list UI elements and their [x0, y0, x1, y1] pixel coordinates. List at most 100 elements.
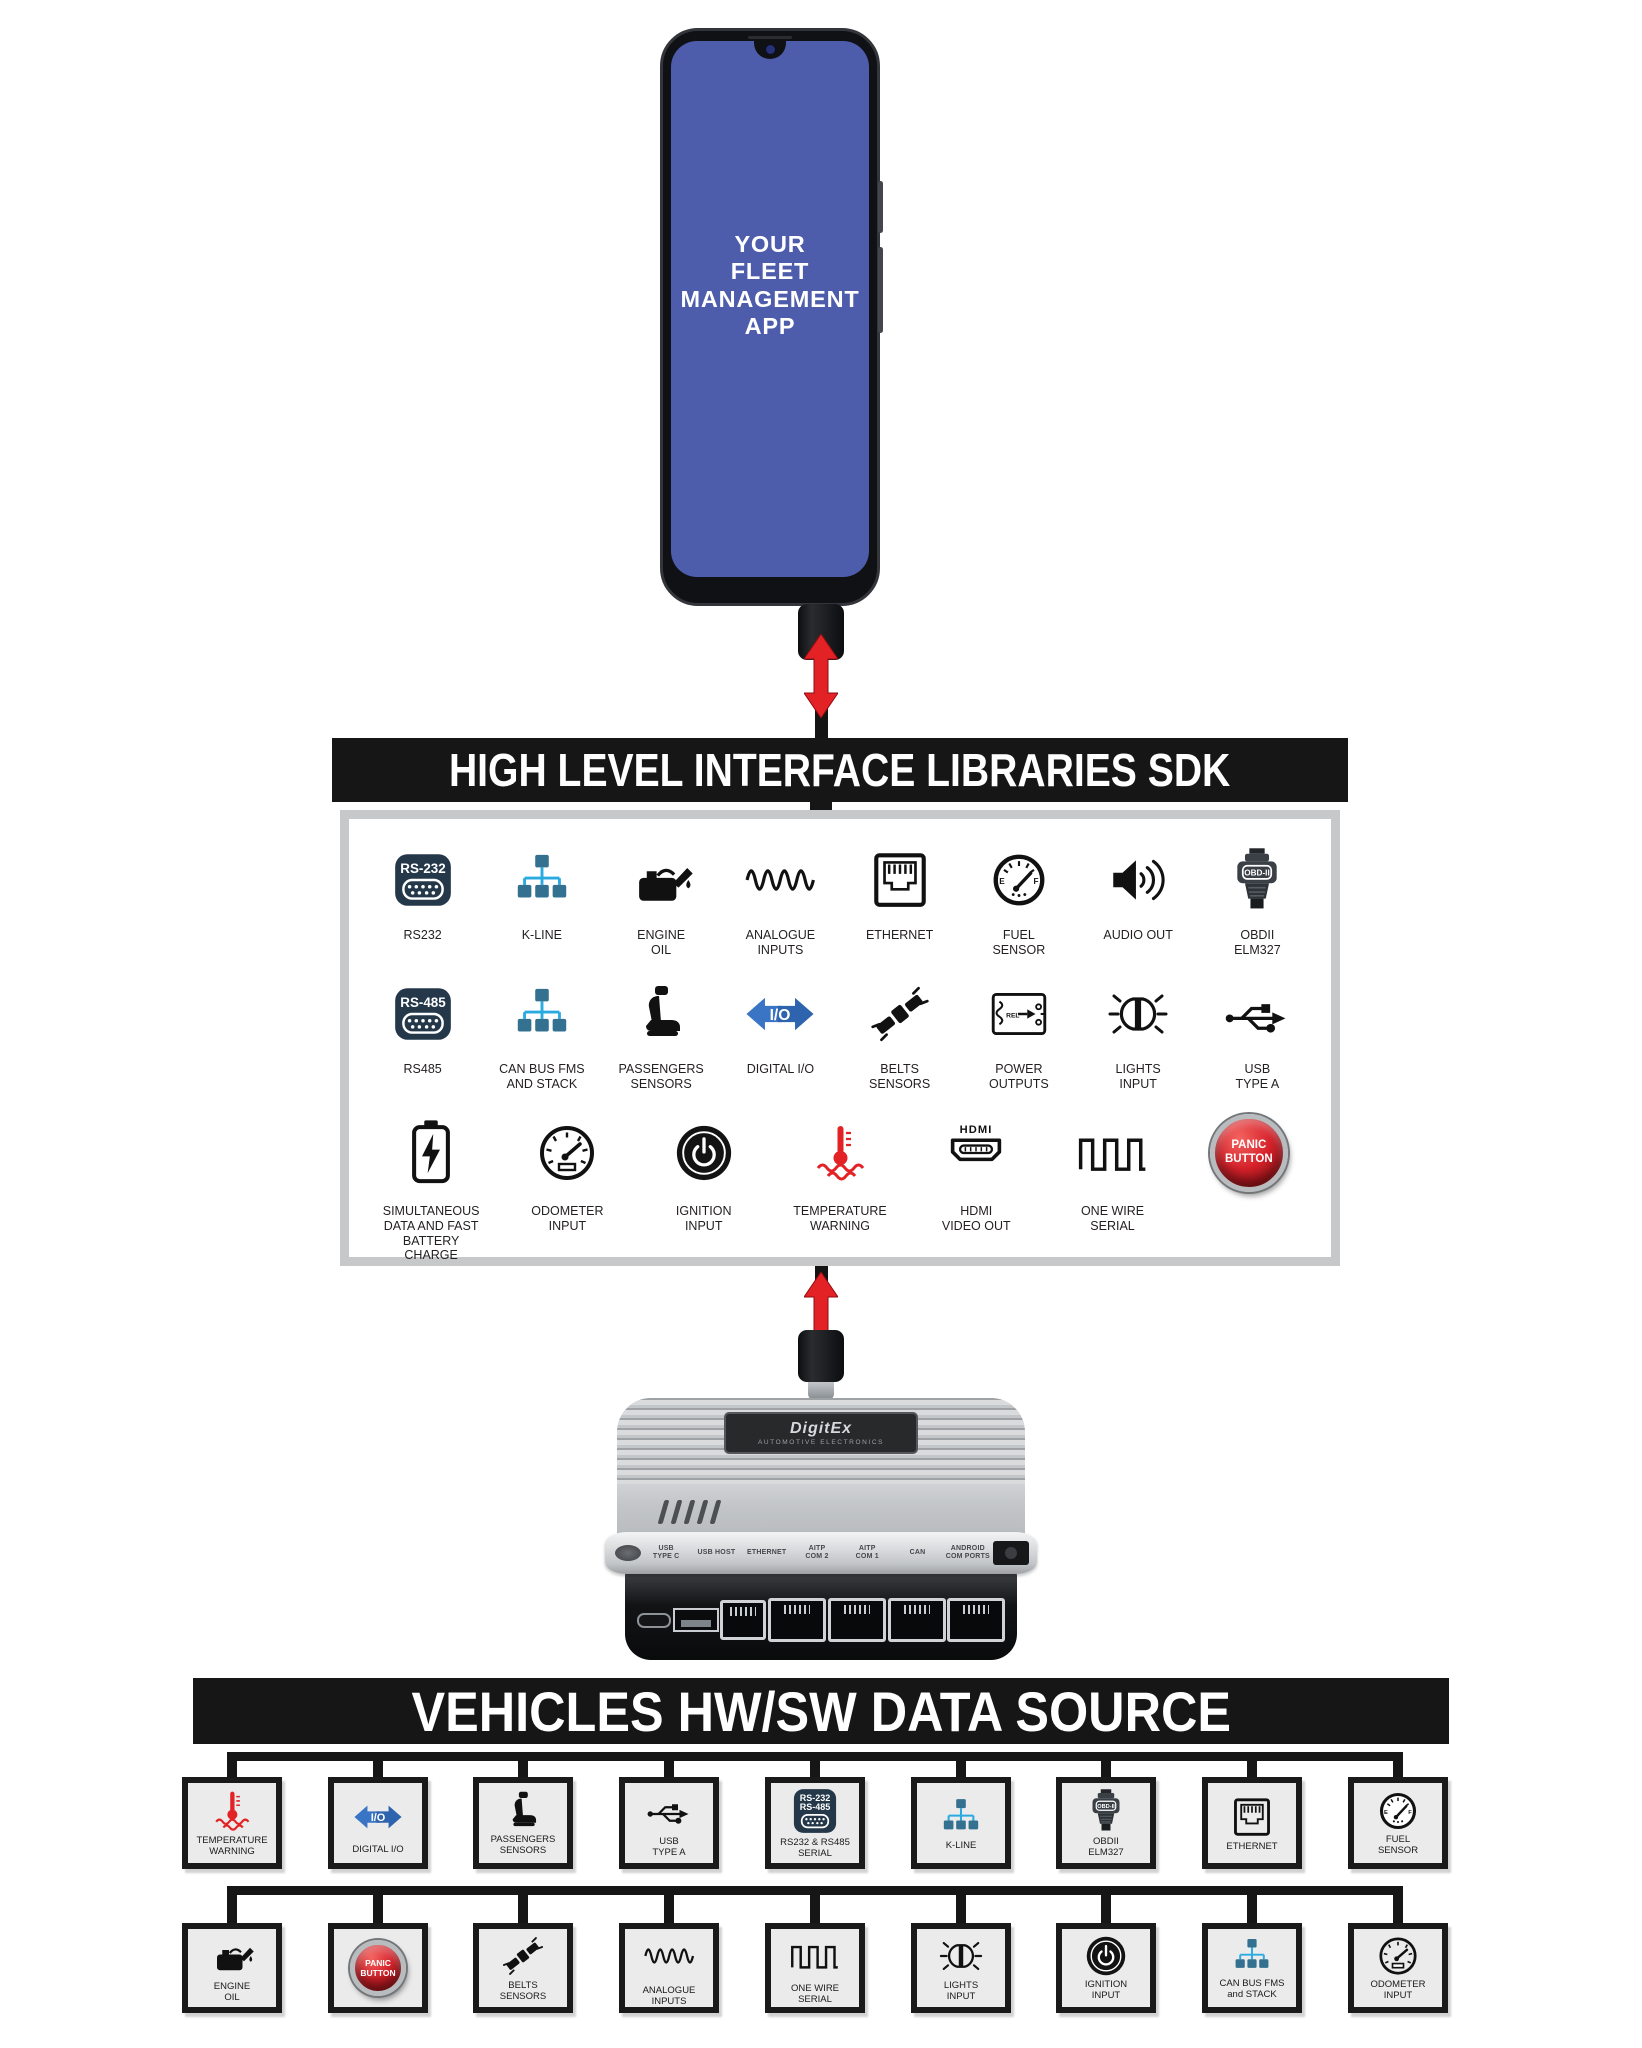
fuel-gauge-icon	[988, 837, 1050, 923]
can-port	[887, 1598, 946, 1642]
car-seat-icon	[629, 971, 693, 1057]
sdk-row-2: RS485 CAN BUS FMS AND STACK PASSENGERS S…	[363, 971, 1317, 1092]
usb-trident-icon	[645, 1787, 693, 1835]
front-camera-icon	[764, 44, 776, 55]
vehicles-banner: VEHICLES HW/SW DATA SOURCE	[193, 1678, 1449, 1744]
port-label-ethernet: ETHERNET	[747, 1548, 787, 1556]
sdk-item-ignition-input: IGNITION INPUT	[636, 1107, 772, 1263]
sdk-item-odometer-input: ODOMETER INPUT	[499, 1107, 635, 1263]
vehicle-box-label: IGNITION INPUT	[1084, 1979, 1128, 2001]
device-button	[615, 1545, 641, 1561]
sdk-item-label: ONE WIRE SERIAL	[1080, 1204, 1145, 1233]
port-label-usb-type-c: USB TYPE C	[652, 1544, 680, 1560]
sdk-item-digital-io: DIGITAL I/O	[721, 971, 840, 1092]
vehicle-box-temperature-warning: TEMPERATURE WARNING	[182, 1777, 282, 1869]
gateway-device: DigitEx AUTOMOTIVE ELECTRONICS USB TYPE …	[601, 1398, 1041, 1660]
headlight-beam-icon	[938, 1933, 984, 1979]
vehicle-box-label: ODOMETER INPUT	[1370, 1979, 1426, 2001]
device-port-label-strip: USB TYPE C USB HOST ETHERNET AITP COM 2 …	[605, 1532, 1037, 1574]
phone-volume-button	[878, 181, 883, 233]
sdk-item-label: RS485	[403, 1062, 442, 1076]
sdk-item-rs232: RS232	[363, 837, 482, 958]
ignition-power-icon	[1084, 1934, 1128, 1978]
vehicle-box-ethernet: ETHERNET	[1202, 1777, 1302, 1869]
panic-button: PANIC BUTTON	[350, 1940, 406, 1996]
ethernet-jack-icon	[867, 837, 933, 923]
panic-button-label: PANIC BUTTON	[1224, 1139, 1273, 1165]
vehicle-box-label: USB TYPE A	[652, 1836, 686, 1858]
sdk-item-label: ENGINE OIL	[637, 928, 686, 957]
engine-oil-can-icon	[208, 1932, 256, 1980]
usb-c-plug-bottom	[798, 1330, 844, 1382]
bus-stub	[1393, 1895, 1403, 1923]
device-front-panel	[625, 1566, 1017, 1660]
battery-bolt-icon	[395, 1107, 467, 1199]
usb-c-port	[636, 1612, 671, 1628]
vehicle-box-belts-sensors: BELTS SENSORS	[473, 1923, 573, 2013]
vehicle-box-obdii-elm327: OBDII ELM327	[1056, 1777, 1156, 1869]
sdk-row-3: SIMULTANEOUS DATA AND FAST BATTERY CHARG…	[363, 1107, 1317, 1263]
sdk-item-label: USB TYPE A	[1235, 1062, 1280, 1091]
port-label-can: CAN	[909, 1548, 926, 1556]
bus-stub	[373, 1761, 383, 1777]
ignition-power-icon	[673, 1107, 735, 1199]
vehicle-box-label: ETHERNET	[1226, 1840, 1278, 1852]
odometer-gauge-icon	[1376, 1934, 1420, 1978]
vehicle-box-label: CAN BUS FMS and STACK	[1219, 1978, 1285, 2000]
vehicles-banner-title: VEHICLES HW/SW DATA SOURCE	[411, 1679, 1231, 1743]
usb-trident-icon	[1222, 971, 1292, 1057]
sdk-item-passengers-sensors: PASSENGERS SENSORS	[602, 971, 721, 1092]
io-arrows-icon	[352, 1791, 404, 1843]
vehicle-box-label: RS232 & RS485 SERIAL	[780, 1837, 850, 1859]
sdk-item-usb-type-a: USB TYPE A	[1198, 971, 1317, 1092]
sdk-item-can-bus-fms: CAN BUS FMS AND STACK	[482, 971, 601, 1092]
ethernet-port	[720, 1600, 767, 1640]
device-brand-subtitle: AUTOMOTIVE ELECTRONICS	[757, 1438, 885, 1446]
sdk-item-label: POWER OUTPUTS	[989, 1062, 1049, 1091]
bus-stub	[1101, 1761, 1111, 1777]
odometer-gauge-icon	[535, 1107, 599, 1199]
sdk-banner-title: HIGH LEVEL INTERFACE LIBRARIES SDK	[449, 744, 1231, 796]
bus-stub	[956, 1761, 966, 1777]
sdk-item-analogue-inputs: ANALOGUE INPUTS	[721, 837, 840, 958]
phone-screen: YOUR FLEET MANAGEMENT APP	[671, 41, 869, 577]
obd2-connector-icon	[1222, 837, 1292, 923]
sdk-item-label: AUDIO OUT	[1103, 928, 1173, 942]
device-brand: DigitEx	[789, 1419, 853, 1437]
vehicle-box-label: DIGITAL I/O	[352, 1843, 404, 1855]
phone-speaker-slit	[748, 36, 792, 39]
banner-box-connector	[810, 802, 832, 812]
sdk-item-label: HDMI VIDEO OUT	[941, 1204, 1011, 1233]
vehicle-box-usb-type-a: USB TYPE A	[619, 1777, 719, 1869]
vehicle-box-label: ONE WIRE SERIAL	[790, 1983, 840, 2005]
square-wave-icon	[789, 1930, 841, 1982]
sdk-item-label: K-LINE	[521, 928, 563, 942]
sdk-item-engine-oil: ENGINE OIL	[602, 837, 721, 958]
sdk-item-label: DIGITAL I/O	[746, 1062, 815, 1076]
headlight-beam-icon	[1106, 971, 1170, 1057]
vehicle-box-analogue-inputs: ANALOGUE INPUTS	[619, 1923, 719, 2013]
sdk-item-belts-sensors: BELTS SENSORS	[840, 971, 959, 1092]
panic-button: PANIC BUTTON	[1209, 1114, 1288, 1192]
aitp-com2-port	[768, 1598, 826, 1642]
vehicle-box-label: TEMPERATURE WARNING	[196, 1835, 268, 1857]
fleet-app-title: YOUR FLEET MANAGEMENT APP	[680, 231, 860, 340]
sdk-item-battery-charge: SIMULTANEOUS DATA AND FAST BATTERY CHARG…	[363, 1107, 499, 1263]
network-tree-icon	[939, 1795, 983, 1839]
sdk-item-label: TEMPERATURE WARNING	[793, 1204, 887, 1233]
vehicle-box-digital-io: DIGITAL I/O	[328, 1777, 428, 1869]
sdk-item-rs485: RS485	[363, 971, 482, 1092]
seatbelt-buckle-icon	[867, 971, 933, 1057]
square-wave-icon	[1076, 1107, 1150, 1199]
bus-stub	[1393, 1761, 1403, 1777]
vehicle-box-label: BELTS SENSORS	[499, 1980, 547, 2002]
sdk-item-label: ANALOGUE INPUTS	[745, 928, 816, 957]
vehicle-box-one-wire-serial: ONE WIRE SERIAL	[765, 1923, 865, 2013]
sdk-row-1: RS232 K-LINE ENGINE OIL ANALOGUE INPUTS …	[363, 837, 1317, 958]
vehicle-box-panic-button: PANIC BUTTON	[328, 1923, 428, 2013]
rs485-badge-icon	[390, 971, 456, 1057]
io-arrows-icon	[743, 971, 817, 1057]
vehicle-box-rs232-rs485-serial: RS232 & RS485 SERIAL	[765, 1777, 865, 1869]
device-power-connector	[992, 1541, 1029, 1565]
sdk-item-label: SIMULTANEOUS DATA AND FAST BATTERY CHARG…	[382, 1204, 480, 1263]
